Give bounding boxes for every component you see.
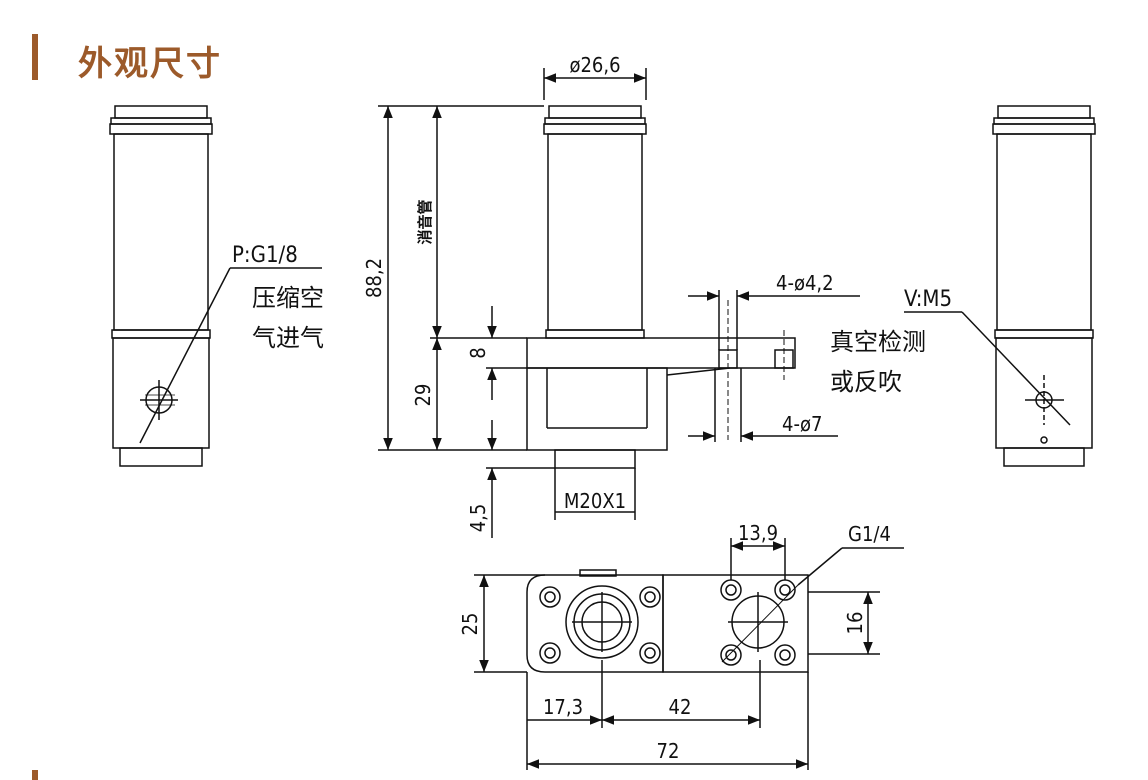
page-title: 外观尺寸 xyxy=(78,44,222,84)
label-p-port: P:G1/8 xyxy=(232,243,298,268)
label-p-line1: 压缩空 xyxy=(252,284,324,312)
label-dim-13-9: 13,9 xyxy=(738,521,778,545)
label-dim-16: 16 xyxy=(843,612,867,635)
bottom-view xyxy=(474,538,904,770)
label-body-diameter: ø26,6 xyxy=(569,53,620,77)
front-view xyxy=(378,68,860,538)
label-hole-small: 4-ø4,2 xyxy=(776,271,834,295)
right-view xyxy=(904,105,1096,467)
label-total-height: 88,2 xyxy=(362,258,386,298)
footer-accent-bar xyxy=(32,770,38,780)
label-hole-large: 4-ø7 xyxy=(782,412,822,436)
label-p-line2: 气进气 xyxy=(252,324,324,352)
label-height-4-5: 4,5 xyxy=(466,504,490,533)
label-thread: M20X1 xyxy=(564,489,626,513)
label-vacuum-line1: 真空检测 xyxy=(830,328,926,356)
label-v-port: V:M5 xyxy=(904,287,952,312)
label-dim-42: 42 xyxy=(669,695,692,719)
label-height-29: 29 xyxy=(411,384,435,407)
left-view xyxy=(109,105,322,467)
label-dim-72: 72 xyxy=(657,739,680,763)
label-height-8: 8 xyxy=(466,347,490,358)
label-dim-25: 25 xyxy=(458,613,482,636)
label-vacuum-line2: 或反吹 xyxy=(830,368,902,396)
label-g14: G1/4 xyxy=(848,522,891,546)
label-muffler: 消音管 xyxy=(416,199,434,244)
header-accent-bar xyxy=(32,34,38,80)
label-dim-17-3: 17,3 xyxy=(543,695,583,719)
